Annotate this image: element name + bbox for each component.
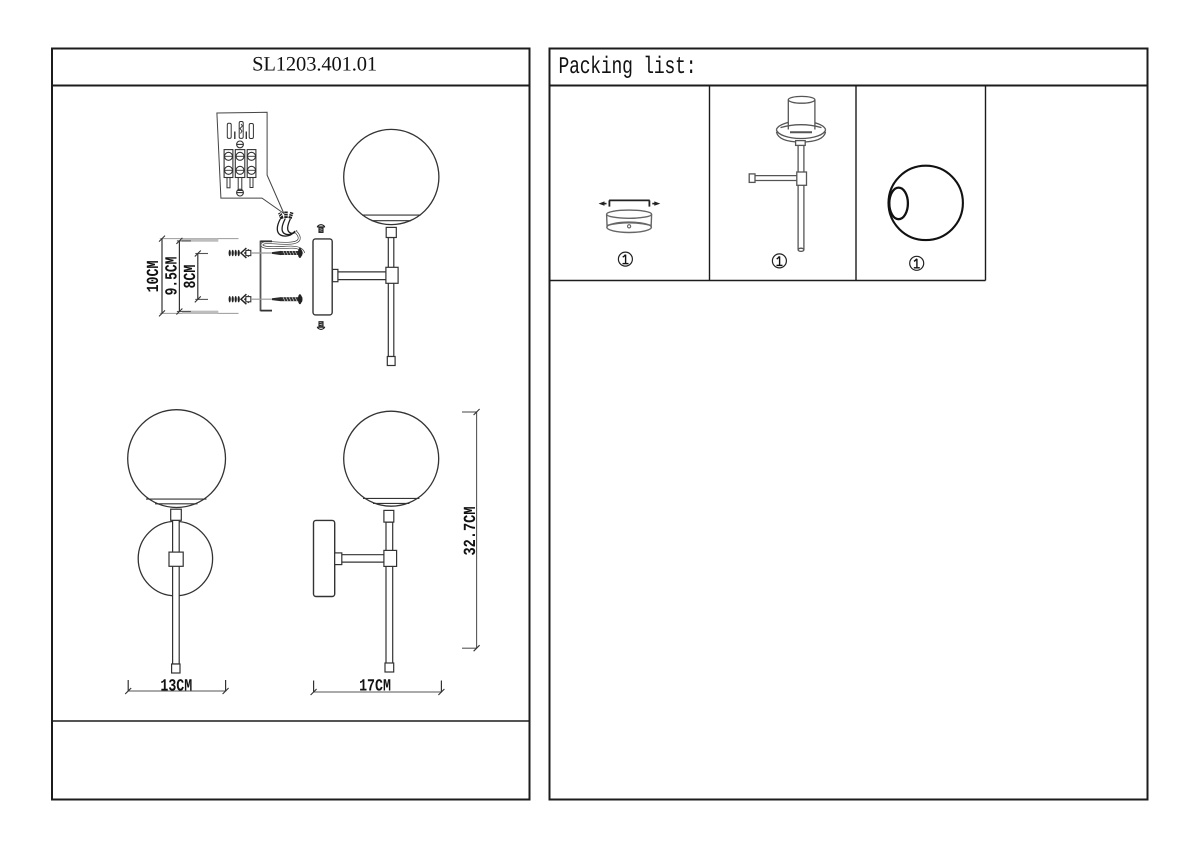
svg-text:Packing list:: Packing list: xyxy=(559,54,697,81)
svg-text:10CM: 10CM xyxy=(145,261,164,293)
svg-text:13CM: 13CM xyxy=(160,677,192,696)
svg-text:32.7CM: 32.7CM xyxy=(462,507,481,556)
svg-text:8CM: 8CM xyxy=(182,265,201,289)
svg-text:SL1203.401.01: SL1203.401.01 xyxy=(252,54,377,76)
svg-text:9.5CM: 9.5CM xyxy=(164,257,183,296)
svg-text:17CM: 17CM xyxy=(359,677,391,696)
